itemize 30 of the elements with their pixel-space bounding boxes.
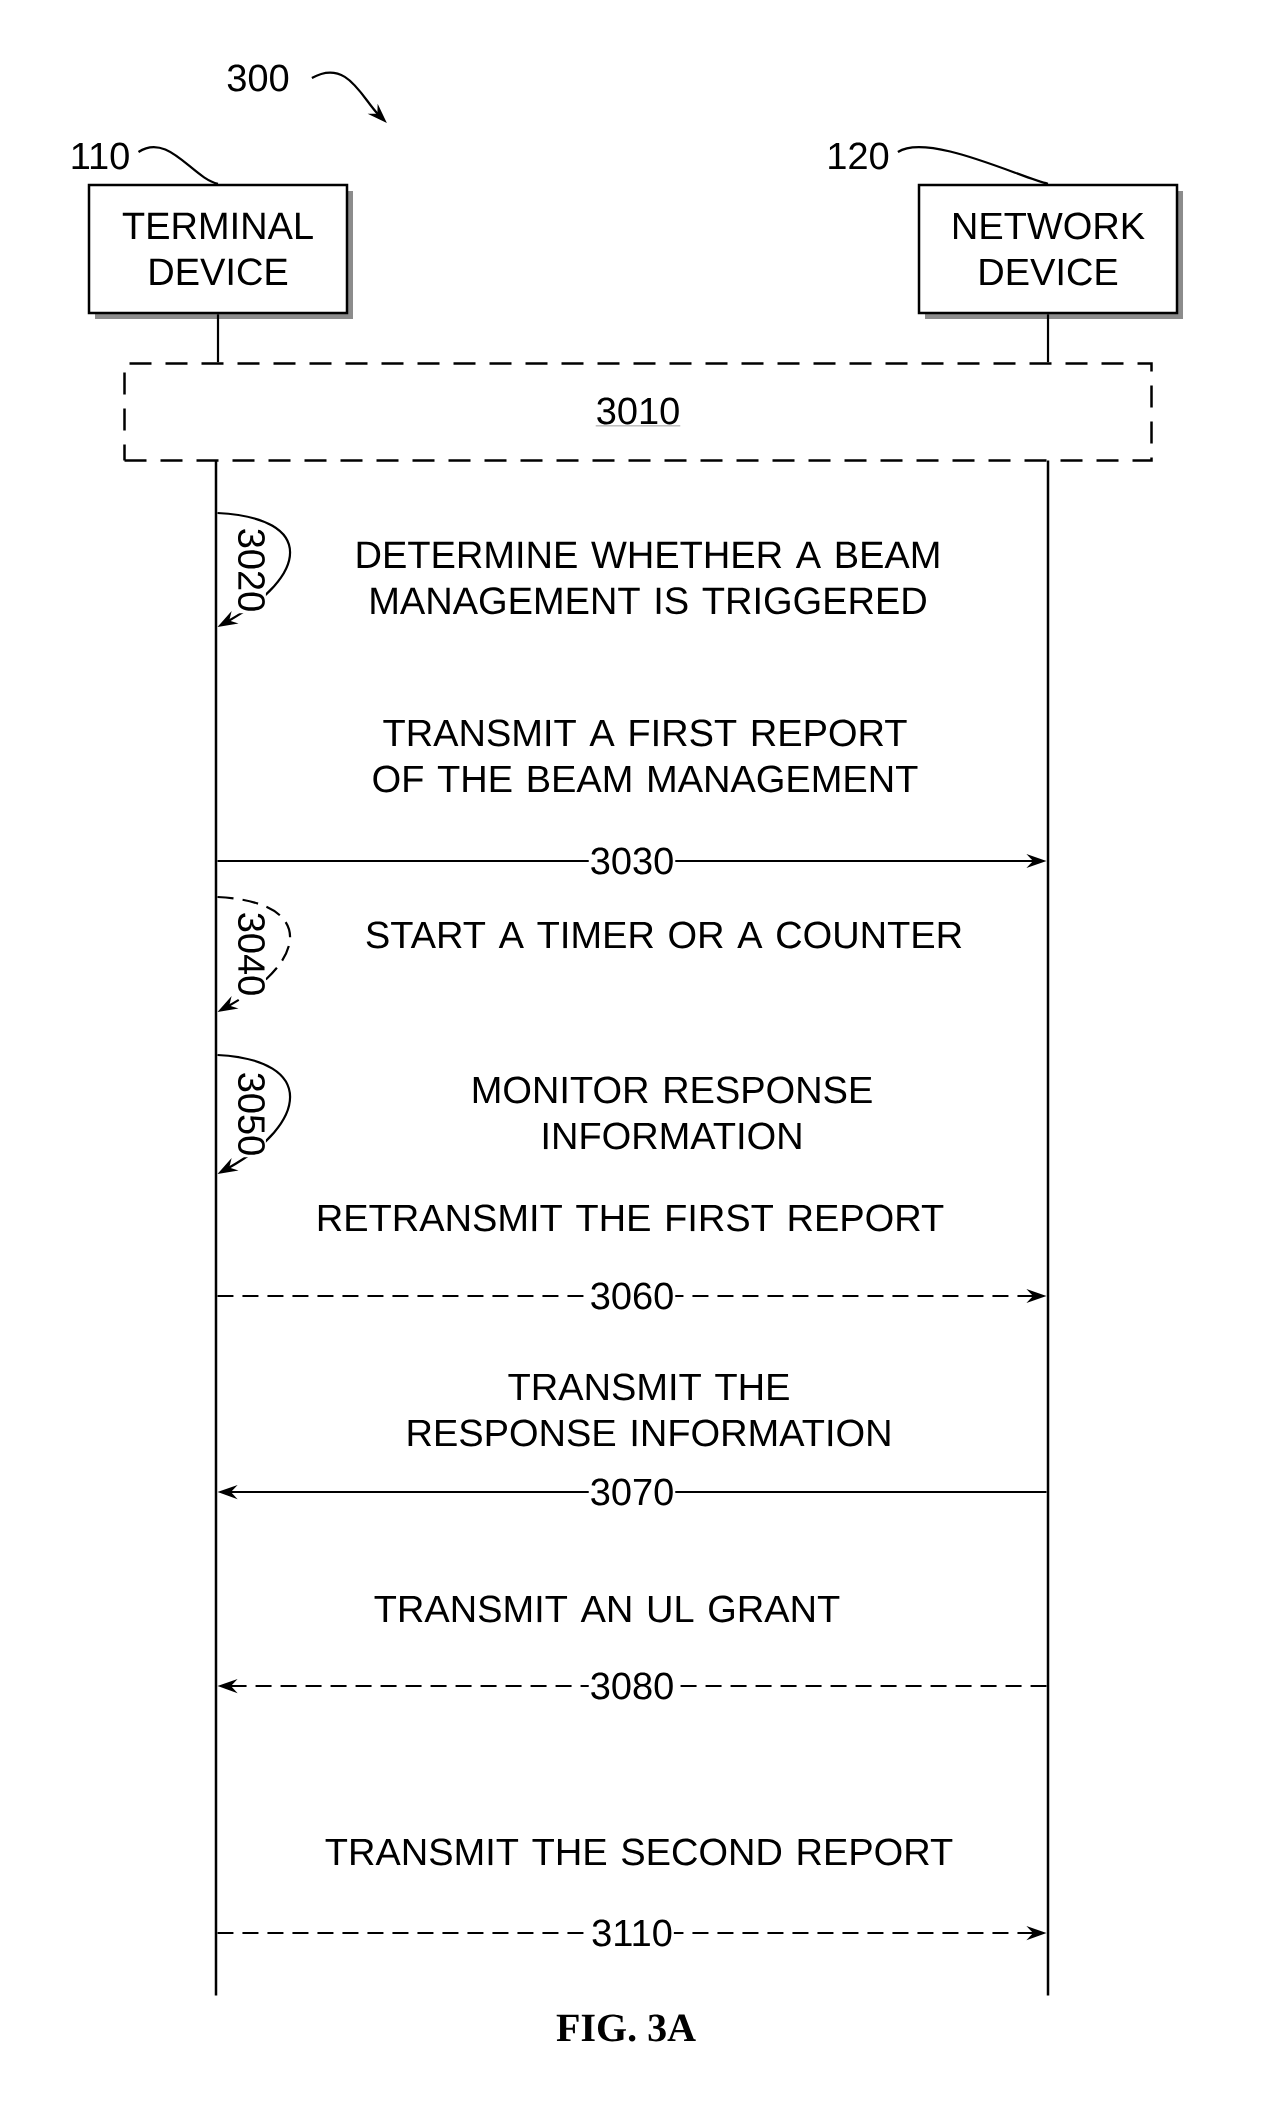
self-arrow [217,1053,292,1174]
step-text: RETRANSMIT THE FIRST REPORT [318,1204,944,1232]
step-text: TRANSMIT THE SECOND REPORT [325,1838,953,1866]
edge-label: 3020 [237,526,266,614]
device-box: TERMINAL DEVICE [87,183,353,319]
step-text: START A TIMER OR A COUNTER [366,921,962,949]
step-text: MONITOR RESPONSE INFORMATION [473,1076,872,1150]
edge-label: 3070 [588,1477,676,1507]
edge-label: 3040 [237,910,266,998]
step-text: TRANSMIT THE RESPONSE INFORMATION [408,1373,890,1447]
lifeline-segment [1046,314,1050,363]
lifeline-segment [216,314,220,363]
reference-number: 300 [227,64,289,92]
self-arrow [217,895,291,1012]
edge-label: 3110 [590,1918,674,1948]
device-box: NETWORK DEVICE [917,183,1183,319]
reference-number: 110 [72,142,129,170]
step-text: TRANSMIT A FIRST REPORT OF THE BEAM MANAGEMENT [373,719,918,793]
edge-label: 3030 [588,846,676,876]
leader-line [897,145,1049,185]
self-arrow [217,511,292,627]
figure-caption: FIG. 3A [556,2014,696,2042]
dashed-box: 3010 [123,362,1153,462]
edge-label: 3060 [588,1281,676,1311]
edge-label: 3080 [588,1671,676,1701]
step-text: TRANSMIT AN UL GRANT [374,1595,840,1623]
reference-number: 120 [829,142,889,170]
edge-label: 3050 [237,1070,266,1158]
step-text: DETERMINE WHETHER A BEAM MANAGEMENT IS TRIGGERED [357,541,939,615]
leader-line [138,146,219,185]
